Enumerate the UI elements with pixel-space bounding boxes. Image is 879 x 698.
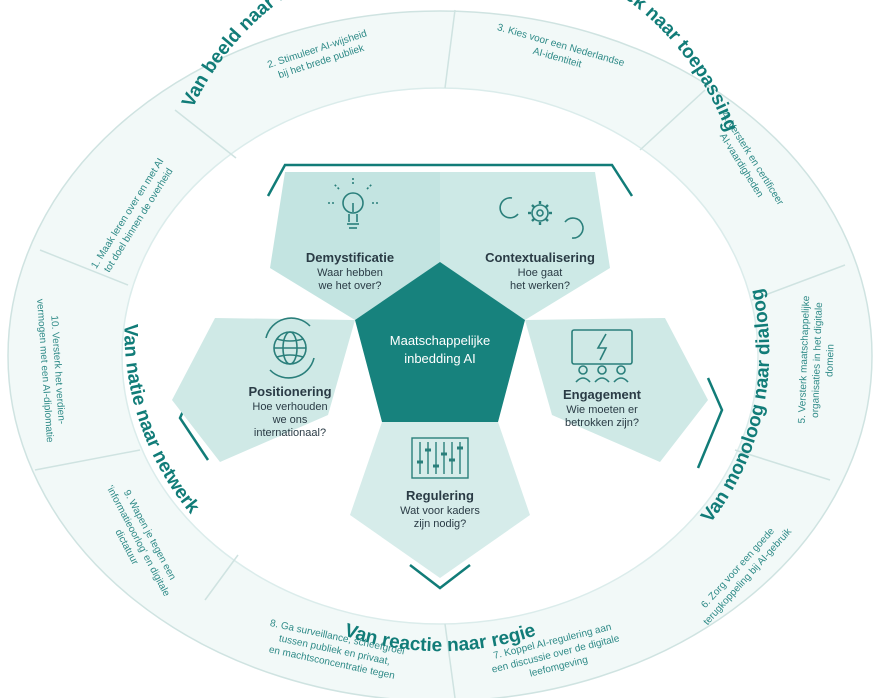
pillar-demystificatie-question-2: we het over? [318, 280, 382, 292]
audience-icon [571, 329, 633, 383]
ring-dividers [34, 9, 846, 698]
petal-regulering [350, 422, 530, 578]
pillar-positionering-question-2: we ons [272, 414, 308, 426]
pillar-positionering-question-1: Hoe verhouden [252, 401, 327, 413]
pillar-contextualisering-title: Contextualisering [485, 250, 595, 265]
center-title-line-2: inbedding AI [404, 351, 476, 366]
bracket-top-right [440, 163, 634, 197]
pillar-contextualisering-question-2: het werken? [510, 280, 570, 292]
petal-demystificatie [270, 172, 440, 320]
pillar-demystificatie-question-1: Waar hebben [317, 267, 383, 279]
center-pentagon [355, 262, 525, 422]
pillar-engagement-question-1: Wie moeten er [566, 404, 638, 416]
rec-5-line-2: organisaties in het digitale [810, 302, 825, 418]
rec-5-line-3: domein [824, 344, 836, 377]
globe-icon [265, 317, 315, 379]
lightbulb-icon [328, 178, 378, 229]
bracket-right [696, 377, 724, 469]
petal-positionering [172, 318, 355, 462]
petal-contextualisering [440, 172, 610, 320]
pillar-regulering-question-2: zijn nodig? [414, 518, 467, 530]
rec-5-line-1: 5. Versterk maatschappelijke [797, 295, 812, 424]
recommendation-5: 5. Versterk maatschappelijke organisatie… [797, 295, 837, 424]
pillar-demystificatie-title: Demystificatie [306, 250, 394, 265]
pillar-positionering-title: Positionering [248, 384, 331, 399]
pillar-contextualisering-question-1: Hoe gaat [518, 267, 563, 279]
pillar-engagement-title: Engagement [563, 387, 642, 402]
pillar-regulering-question-1: Wat voor kaders [400, 505, 480, 517]
bracket-top-left [266, 163, 440, 197]
pillar-regulering-title: Regulering [406, 488, 474, 503]
pillar-positionering-question-3: internationaal? [254, 427, 326, 439]
petal-engagement [525, 318, 708, 462]
sliders-icon [411, 437, 469, 479]
gears-icon [499, 197, 584, 239]
pillar-engagement-question-2: betrokken zijn? [565, 417, 639, 429]
center-title-line-1: Maatschappelijke [390, 333, 490, 348]
bracket-bottom [409, 564, 471, 590]
